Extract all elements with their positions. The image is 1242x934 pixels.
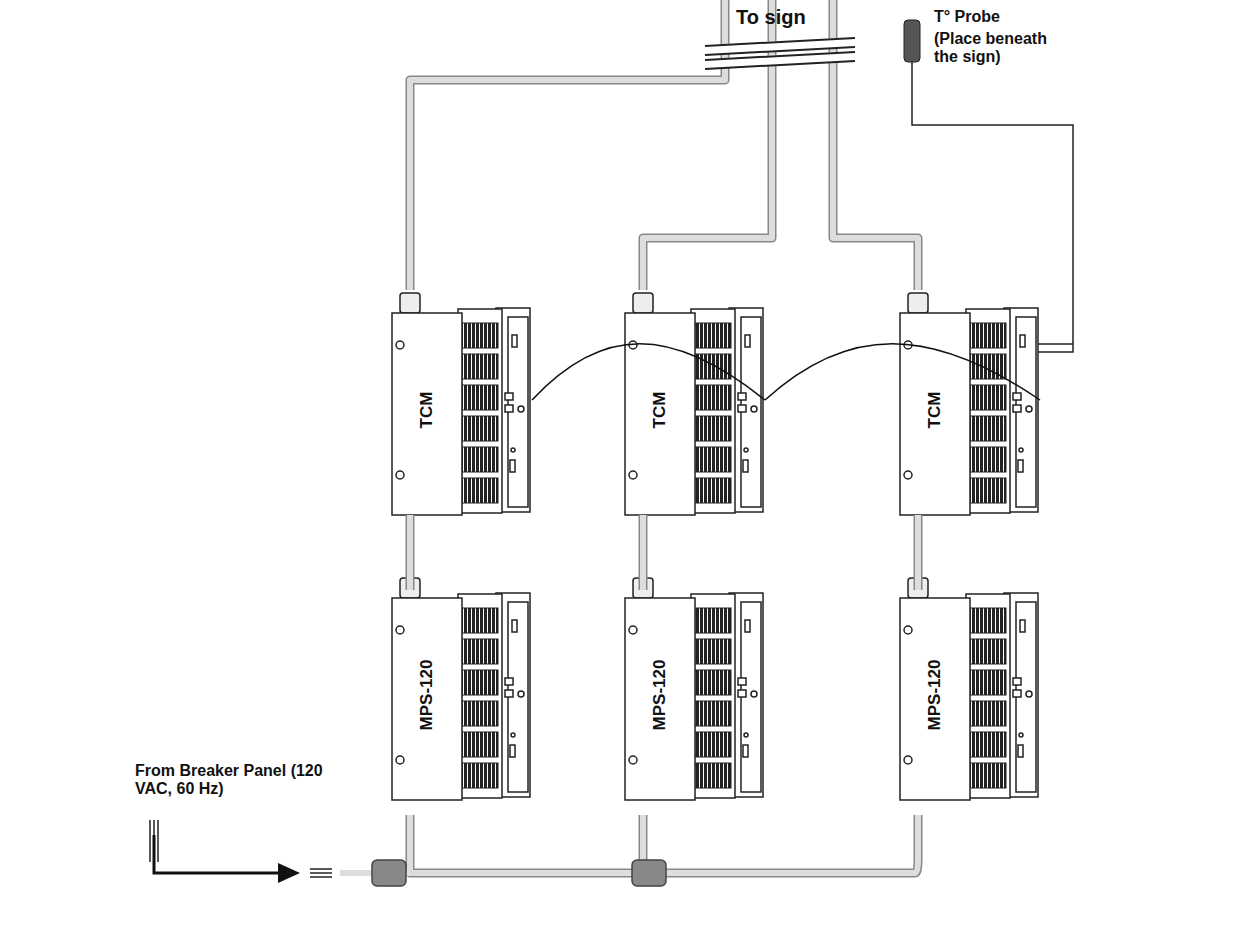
module-label: MPS-120 xyxy=(417,660,437,731)
module-box: TCM xyxy=(900,305,1040,515)
probe-label: T° Probe xyxy=(934,8,1000,26)
connector xyxy=(765,344,1040,400)
module-drawing xyxy=(625,578,763,800)
module-label: MPS-120 xyxy=(925,660,945,731)
module-drawing xyxy=(392,578,530,800)
sign-label: To sign xyxy=(736,6,806,29)
connector xyxy=(410,515,411,590)
module-box: TCM xyxy=(392,305,532,515)
module-label: TCM xyxy=(925,392,945,429)
power-source-label: From Breaker Panel (120 VAC, 60 Hz) xyxy=(135,762,325,798)
module-box: MPS-120 xyxy=(625,590,765,800)
module-box: TCM xyxy=(625,305,765,515)
module-drawing xyxy=(625,293,763,515)
module-label: TCM xyxy=(417,392,437,429)
module-box: MPS-120 xyxy=(900,590,1040,800)
connector xyxy=(918,515,919,590)
note: (Place beneath the sign) xyxy=(934,30,1059,66)
connector xyxy=(643,515,644,590)
module-drawing xyxy=(900,293,1038,515)
module-label: MPS-120 xyxy=(650,660,670,731)
module-box: MPS-120 xyxy=(392,590,532,800)
module-drawing xyxy=(900,578,1038,800)
connector xyxy=(532,344,765,400)
module-drawing xyxy=(392,293,530,515)
module-label: TCM xyxy=(650,392,670,429)
